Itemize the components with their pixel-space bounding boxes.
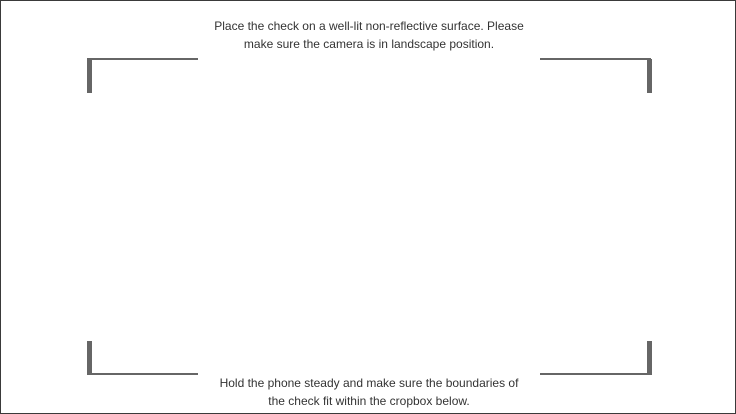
corner-horizontal-line bbox=[540, 373, 651, 375]
top-instruction-line-1: Place the check on a well-lit non-reflec… bbox=[214, 19, 524, 33]
bottom-instruction-line-2: the check fit within the cropbox below. bbox=[268, 394, 470, 408]
corner-horizontal-line bbox=[540, 58, 651, 60]
corner-vertical-bar bbox=[647, 59, 652, 93]
corner-horizontal-line bbox=[87, 58, 198, 60]
corner-vertical-bar bbox=[87, 59, 92, 93]
bottom-instruction-line-1: Hold the phone steady and make sure the … bbox=[219, 376, 519, 390]
top-instruction-line-2: make sure the camera is in landscape pos… bbox=[243, 37, 495, 51]
corner-vertical-bar bbox=[647, 341, 652, 375]
corner-vertical-bar bbox=[87, 341, 92, 375]
bottom-instruction: Hold the phone steady and make sure the … bbox=[1, 374, 736, 410]
top-instruction: Place the check on a well-lit non-reflec… bbox=[1, 17, 736, 53]
corner-horizontal-line bbox=[87, 373, 198, 375]
